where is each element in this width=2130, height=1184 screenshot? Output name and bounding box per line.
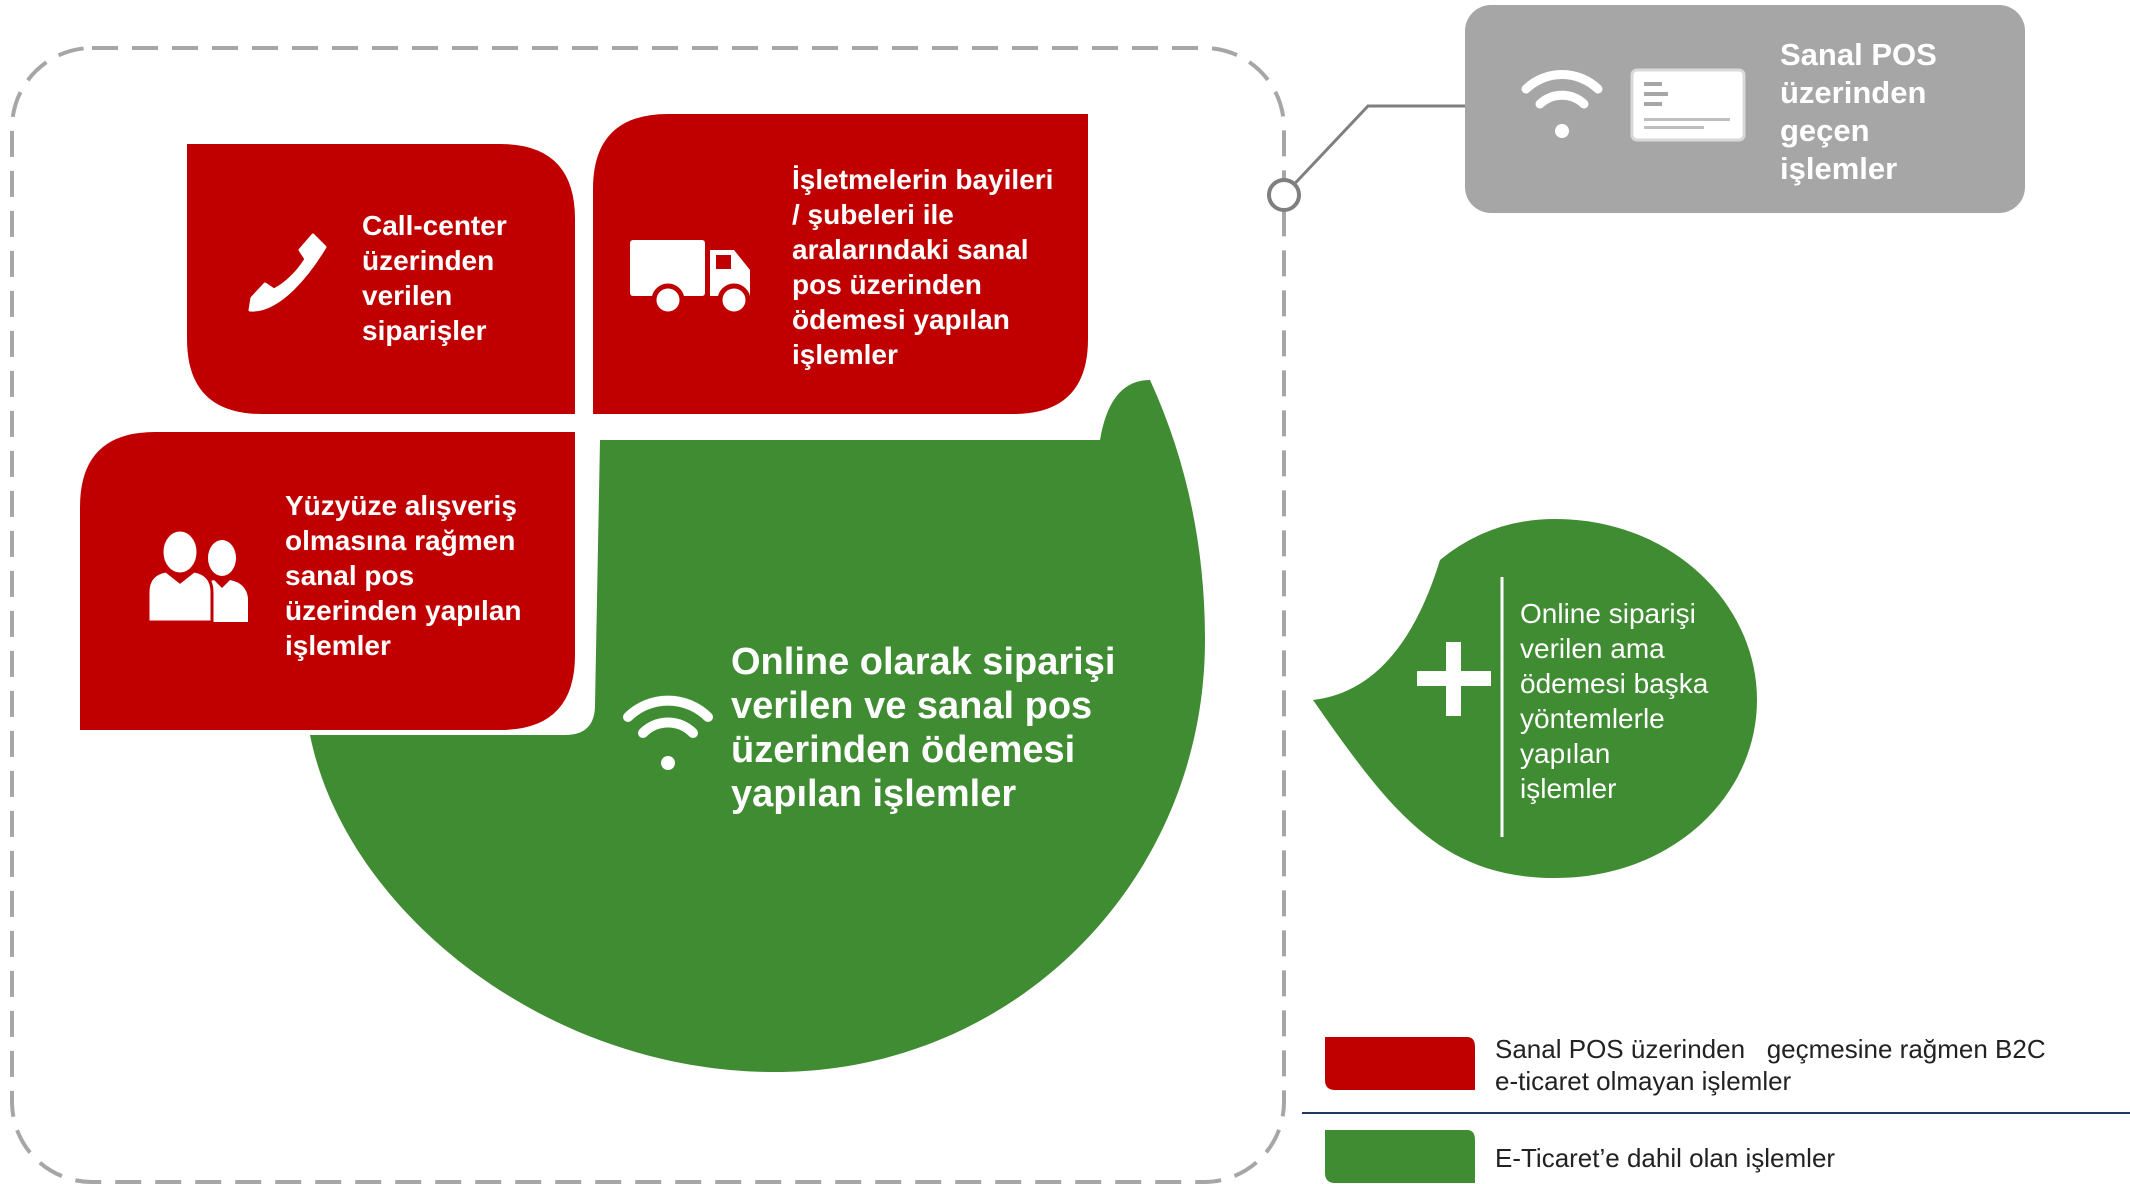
users-icon: [146, 528, 248, 624]
bubble-line: yapılan: [1520, 738, 1611, 769]
legend-green-label: E-Ticaret’e dahil olan işlemler: [1495, 1142, 1835, 1174]
dealers-line: işlemler: [792, 339, 898, 370]
bubble-line: verilen ama: [1520, 633, 1665, 664]
dealers-card: [593, 114, 1088, 414]
face-to-face-line: olmasına rağmen: [285, 525, 516, 556]
main-green-shape: [310, 380, 1205, 1072]
truck-icon: [630, 240, 751, 317]
pos-box-line: işlemler: [1780, 151, 1898, 186]
call-center-line: siparişler: [362, 315, 487, 346]
dealers-line: ödemesi yapılan: [792, 304, 1010, 335]
call-center-line: üzerinden: [362, 245, 495, 276]
pos-box-line: üzerinden: [1780, 75, 1927, 110]
pos-box-line: Sanal POS: [1780, 37, 1937, 72]
pos-box-text: Sanal POS üzerinden geçen işlemler: [1780, 36, 1937, 188]
dealers-line: aralarındaki sanal: [792, 234, 1029, 265]
dealers-text: İşletmelerin bayileri / şubeleri ile ara…: [792, 162, 1053, 372]
face-to-face-line: Yüzyüze alışveriş: [285, 490, 517, 521]
face-to-face-text: Yüzyüze alışveriş olmasına rağmen sanal …: [285, 488, 522, 663]
face-to-face-line: üzerinden yapılan: [285, 595, 522, 626]
call-center-line: verilen: [362, 280, 453, 311]
wifi-icon: [623, 695, 713, 770]
bubble-text: Online siparişi verilen ama ödemesi başk…: [1520, 596, 1708, 806]
main-line: yapılan işlemler: [731, 773, 1017, 815]
green-bubble: [1313, 519, 1757, 878]
legend-green-swatch: [1325, 1130, 1475, 1183]
connector-node: [1267, 178, 1301, 212]
call-center-line: Call-center: [362, 210, 507, 241]
pos-wifi-icon: [1521, 70, 1603, 138]
card-terminal-icon: [1630, 68, 1746, 142]
phone-icon: [248, 233, 327, 312]
legend-green-line: E-Ticaret’e dahil olan işlemler: [1495, 1143, 1836, 1173]
face-to-face-line: sanal pos: [285, 560, 415, 591]
main-text: Online olarak siparişi verilen ve sanal …: [731, 640, 1115, 816]
dealers-line: İşletmelerin bayileri: [792, 164, 1054, 195]
legend-red-line: Sanal POS üzerinden geçmesine rağmen B2C: [1495, 1034, 2046, 1064]
bubble-line: işlemler: [1520, 773, 1617, 804]
call-center-text: Call-center üzerinden verilen siparişler: [362, 208, 507, 348]
legend-red-swatch: [1325, 1037, 1475, 1090]
bubble-line: yöntemlerle: [1520, 703, 1665, 734]
bubble-line: Online siparişi: [1520, 598, 1696, 629]
legend-red-label: Sanal POS üzerinden geçmesine rağmen B2C…: [1495, 1033, 2046, 1097]
call-center-card: [187, 144, 575, 414]
main-line: verilen ve sanal pos: [731, 685, 1093, 727]
face-to-face-card: [80, 432, 575, 730]
dashed-container: [10, 46, 1286, 1184]
face-to-face-line: işlemler: [285, 630, 391, 661]
dealers-line: pos üzerinden: [792, 269, 982, 300]
dealers-line: / şubeleri ile: [792, 199, 954, 230]
bubble-line: ödemesi başka: [1520, 668, 1709, 699]
legend-red-line: e-ticaret olmayan işlemler: [1495, 1066, 1792, 1096]
plus-icon: [1417, 642, 1491, 716]
main-line: üzerinden ödemesi: [731, 729, 1076, 771]
connector-line: [1282, 104, 1465, 197]
pos-box-line: geçen: [1780, 113, 1870, 148]
main-line: Online olarak siparişi: [731, 641, 1116, 683]
